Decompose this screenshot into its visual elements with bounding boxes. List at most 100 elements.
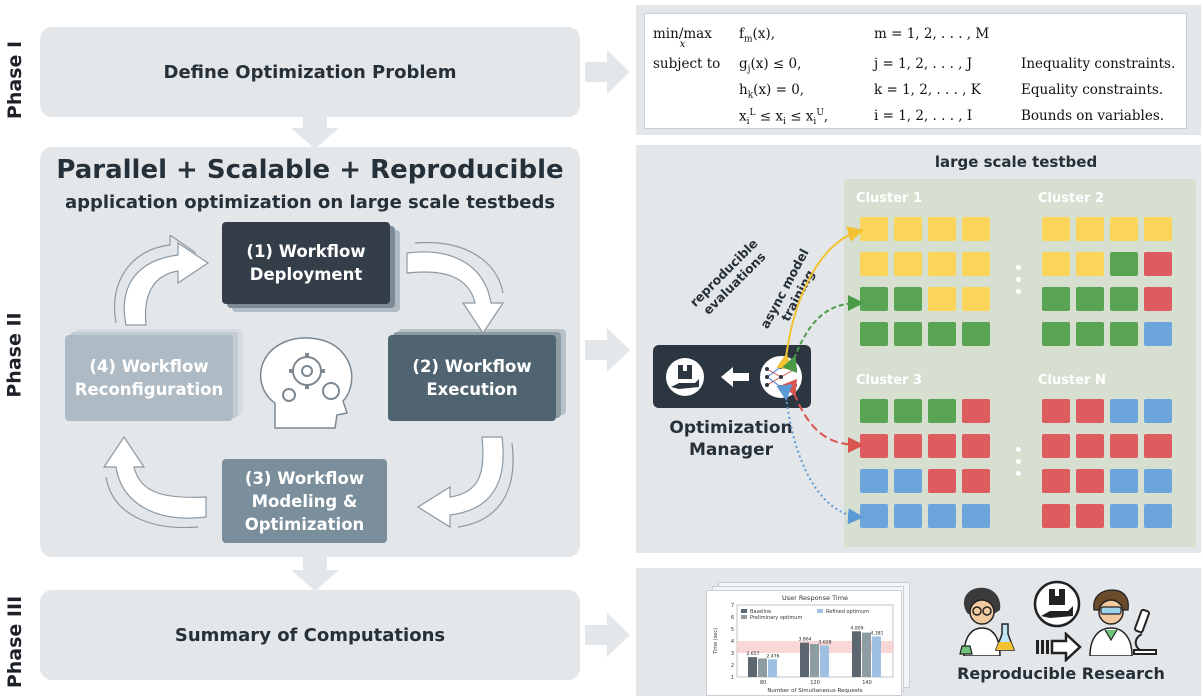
cluster-1-label: Cluster 1 [856, 191, 923, 206]
compute-node [1076, 504, 1104, 528]
chart-bar [820, 645, 829, 677]
chart-bar [862, 632, 871, 677]
reproducible-research-label: Reproducible Research [957, 664, 1165, 683]
package-hand-icon [1033, 580, 1081, 628]
compute-node [1110, 252, 1138, 276]
step-2-line2: Execution [426, 380, 518, 399]
chart-legend-swatch [741, 609, 747, 613]
compute-node [928, 434, 956, 458]
objective-range: m = 1, 2, . . . , M [874, 26, 990, 42]
chart-bar [748, 657, 757, 677]
compute-node [1110, 217, 1138, 241]
right-arrow-icon [585, 328, 630, 372]
phase-2-text: Phase II [4, 312, 27, 398]
chart-data-label: 4.381 [871, 630, 884, 636]
chart-ytick: 2 [731, 663, 734, 669]
compute-node [860, 322, 888, 346]
chart-ytick: 5 [731, 627, 734, 633]
package-hand-icon [666, 358, 704, 396]
phase-1-title: Define Optimization Problem [163, 61, 457, 83]
bounds-fn: xiL ≤ xi ≤ xiU, [739, 108, 829, 128]
phase-3-title: Summary of Computations [174, 624, 446, 646]
inequality-fn: gj(x) ≤ 0, [739, 56, 802, 75]
compute-node [928, 217, 956, 241]
compute-node [1042, 252, 1070, 276]
chart-data-label: 4.809 [851, 625, 864, 631]
compute-node [1144, 287, 1172, 311]
compute-node [1110, 469, 1138, 493]
subject-to-label: subject to [653, 56, 721, 72]
chart-bar [852, 631, 861, 677]
phase-2-label: Phase II [0, 150, 30, 560]
chart-data-label: 3.628 [819, 639, 832, 645]
right-arrow-outline-icon [1036, 632, 1082, 662]
left-arrow-icon [721, 367, 749, 387]
compute-node [894, 322, 922, 346]
chart-bar [810, 644, 819, 677]
compute-node [1042, 469, 1070, 493]
yellow-arrow [776, 226, 864, 370]
testbed-panel: large scale testbed Cluster 1 Cluster 2 … [636, 145, 1201, 553]
compute-node [1076, 252, 1104, 276]
manager-label: Optimization Manager [646, 417, 816, 461]
compute-node [962, 287, 990, 311]
chart-bar [768, 659, 777, 677]
ellipsis-icon [1016, 447, 1022, 483]
chart-bar [758, 658, 767, 677]
cluster-n [1036, 391, 1186, 539]
chart-data-label: 2.476 [767, 653, 780, 659]
compute-node [1042, 217, 1070, 241]
cluster-n-label: Cluster N [1038, 373, 1106, 388]
compute-node [860, 504, 888, 528]
compute-node [962, 322, 990, 346]
chart-legend-label: Preliminary optimum [750, 615, 802, 621]
compute-node [860, 252, 888, 276]
compute-node [1076, 287, 1104, 311]
chart-xlabel: Number of Simultaneous Requests [767, 688, 862, 694]
compute-node [1144, 434, 1172, 458]
blue-arrow [776, 384, 864, 525]
step-3-line3: Optimization [244, 514, 365, 534]
compute-node [1042, 322, 1070, 346]
step-4-line2: Reconfiguration [74, 380, 224, 399]
compute-node [894, 252, 922, 276]
down-arrow-icon [291, 114, 339, 149]
cycle-arrow-icon [102, 435, 207, 529]
compute-node [1144, 217, 1172, 241]
inequality-range: j = 1, 2, . . . , J [874, 56, 973, 72]
compute-node [1076, 322, 1104, 346]
compute-node [1144, 469, 1172, 493]
chart-ytick: 7 [731, 603, 734, 609]
chart-xtick: 140 [862, 680, 872, 686]
manager-label-line2: Manager [688, 440, 774, 460]
compute-node [894, 217, 922, 241]
step-3-line1: (3) Workflow [244, 468, 365, 488]
compute-node [894, 434, 922, 458]
step-3-line2: Modeling & [251, 491, 358, 511]
compute-node [962, 399, 990, 423]
phase-2-title: Parallel + Scalable + Reproducible [56, 155, 564, 185]
compute-node [962, 434, 990, 458]
chart-ylabel: Time (sec) [713, 628, 719, 655]
phase-3-label: Phase III [0, 592, 30, 692]
chart-ytick: 4 [731, 639, 734, 645]
compute-node [894, 504, 922, 528]
compute-node [928, 399, 956, 423]
right-arrow-icon [585, 613, 630, 657]
equality-range: k = 1, 2, . . . , K [874, 82, 981, 98]
chart-legend-swatch [817, 609, 823, 613]
compute-node [1110, 287, 1138, 311]
phase-1-panel: Define Optimization Problem [40, 27, 580, 117]
chart-legend-label: Baseline [750, 609, 771, 615]
